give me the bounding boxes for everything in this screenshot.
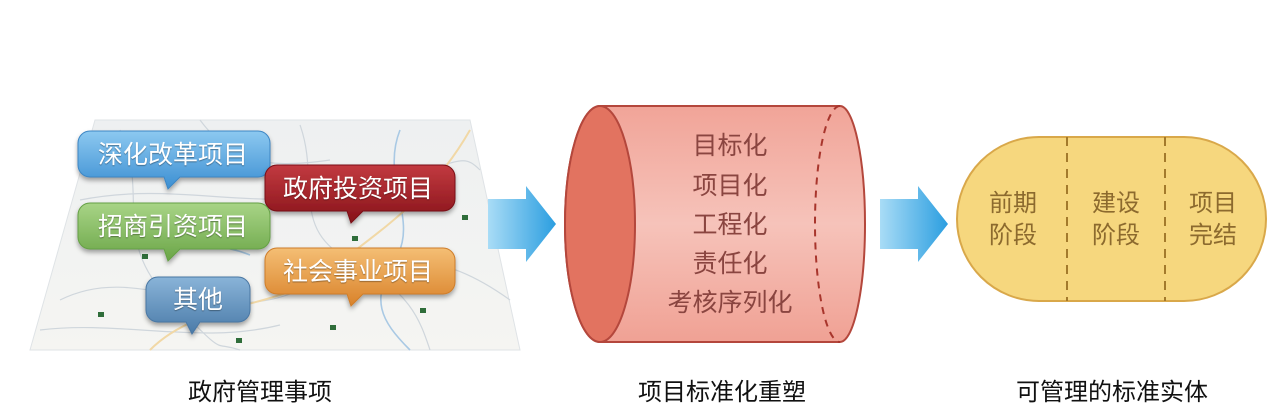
standardization-cylinder bbox=[564, 105, 866, 343]
arrow-right-icon bbox=[880, 186, 948, 262]
bubble-label: 社会事业项目 bbox=[283, 257, 434, 286]
phase-line: 项目 bbox=[1189, 189, 1237, 217]
phase-line: 前期 bbox=[989, 189, 1037, 217]
phase-preliminary: 前期 阶段 bbox=[968, 187, 1058, 251]
bubble-other bbox=[145, 276, 251, 335]
bubble-label: 政府投资项目 bbox=[283, 174, 434, 203]
cylinder-line: 考核序列化 bbox=[667, 288, 793, 317]
caption-standard-entity: 可管理的标准实体 bbox=[1016, 378, 1208, 406]
cylinder-line: 项目化 bbox=[692, 171, 768, 200]
phase-line: 建设 bbox=[1092, 189, 1140, 217]
standard-entity-capsule bbox=[956, 136, 1267, 302]
bubble-label: 深化改革项目 bbox=[98, 140, 249, 169]
map-markers bbox=[98, 215, 468, 343]
arrow-right-icon bbox=[488, 186, 556, 262]
cylinder-hidden-edge bbox=[814, 105, 841, 343]
phase-line: 完结 bbox=[1189, 221, 1237, 249]
bubble-reform-project bbox=[77, 130, 271, 190]
phase-line: 阶段 bbox=[989, 221, 1037, 249]
phase-completion: 项目 完结 bbox=[1168, 187, 1258, 251]
caption-project-standardization: 项目标准化重塑 bbox=[638, 378, 806, 406]
bubble-social-undertaking bbox=[264, 247, 456, 307]
phase-construction: 建设 阶段 bbox=[1071, 187, 1161, 251]
caption-government-affairs: 政府管理事项 bbox=[188, 378, 332, 406]
bubble-label: 其他 bbox=[173, 285, 224, 314]
bubble-government-investment bbox=[264, 164, 456, 224]
cylinder-end-face bbox=[564, 105, 636, 343]
cylinder-line: 工程化 bbox=[692, 210, 768, 239]
cylinder-line: 目标化 bbox=[692, 131, 768, 160]
bubble-label: 招商引资项目 bbox=[98, 212, 249, 241]
cylinder-line: 责任化 bbox=[692, 249, 768, 278]
bubble-investment-attraction bbox=[77, 202, 271, 262]
phase-line: 阶段 bbox=[1092, 221, 1140, 249]
